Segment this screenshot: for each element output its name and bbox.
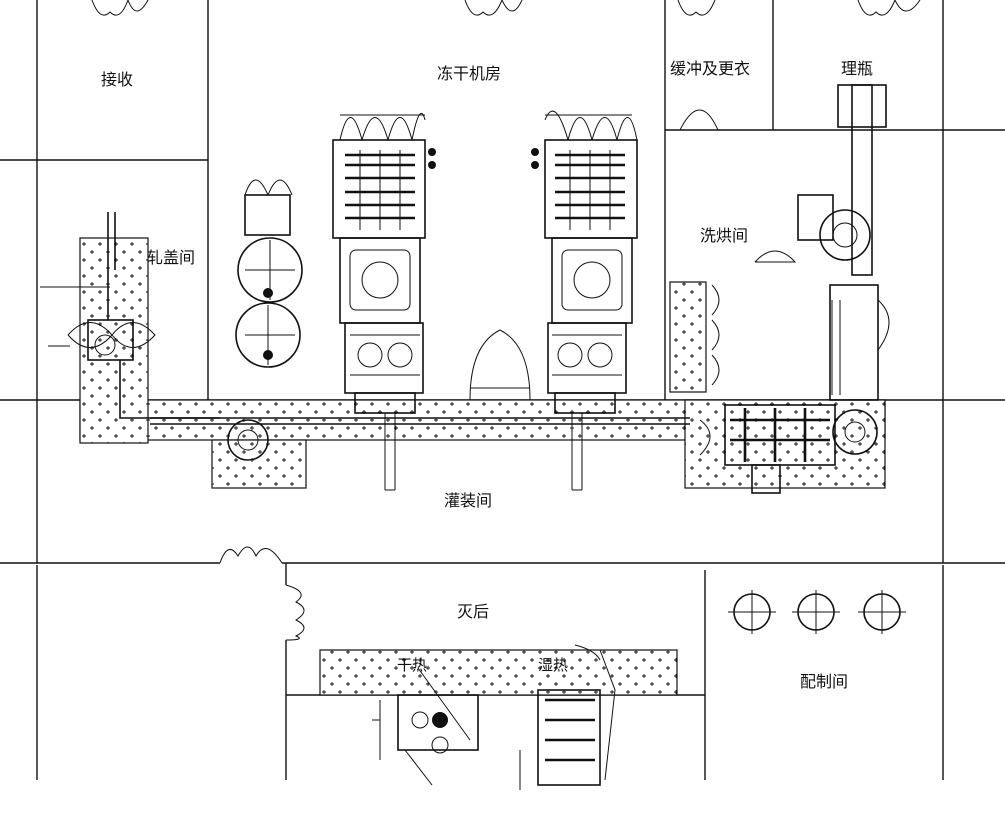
room-label-bottle-sorting: 理瓶 — [841, 59, 874, 78]
preparation-tanks — [728, 590, 906, 634]
washing-machine — [699, 84, 890, 494]
room-label-dry-heat: 干热 — [397, 656, 428, 674]
room-label-post-sterilization: 灭后 — [457, 602, 490, 621]
room-label-lyophilizer-room: 冻干机房 — [437, 64, 502, 83]
room-label-preparation-room: 配制间 — [800, 672, 849, 691]
moist-heat-sterilizer — [519, 644, 616, 790]
lyophilizer-1 — [332, 112, 436, 491]
tank-unit — [235, 179, 303, 368]
room-label-filling-room: 灌装间 — [444, 491, 493, 510]
conveyor — [150, 417, 690, 461]
lyophilizer-2 — [531, 110, 638, 491]
hatched-zones — [79, 237, 886, 696]
room-label-wash-dry-room: 洗烘间 — [700, 226, 749, 245]
room-label-buffer-changing: 缓冲及更衣 — [670, 59, 751, 78]
room-label-receiving: 接收 — [101, 70, 134, 89]
doors — [91, 0, 921, 641]
room-label-moist-heat: 湿热 — [538, 656, 569, 674]
room-label-capping-room: 轧盖间 — [147, 248, 196, 267]
dry-heat-sterilizer — [372, 667, 479, 786]
